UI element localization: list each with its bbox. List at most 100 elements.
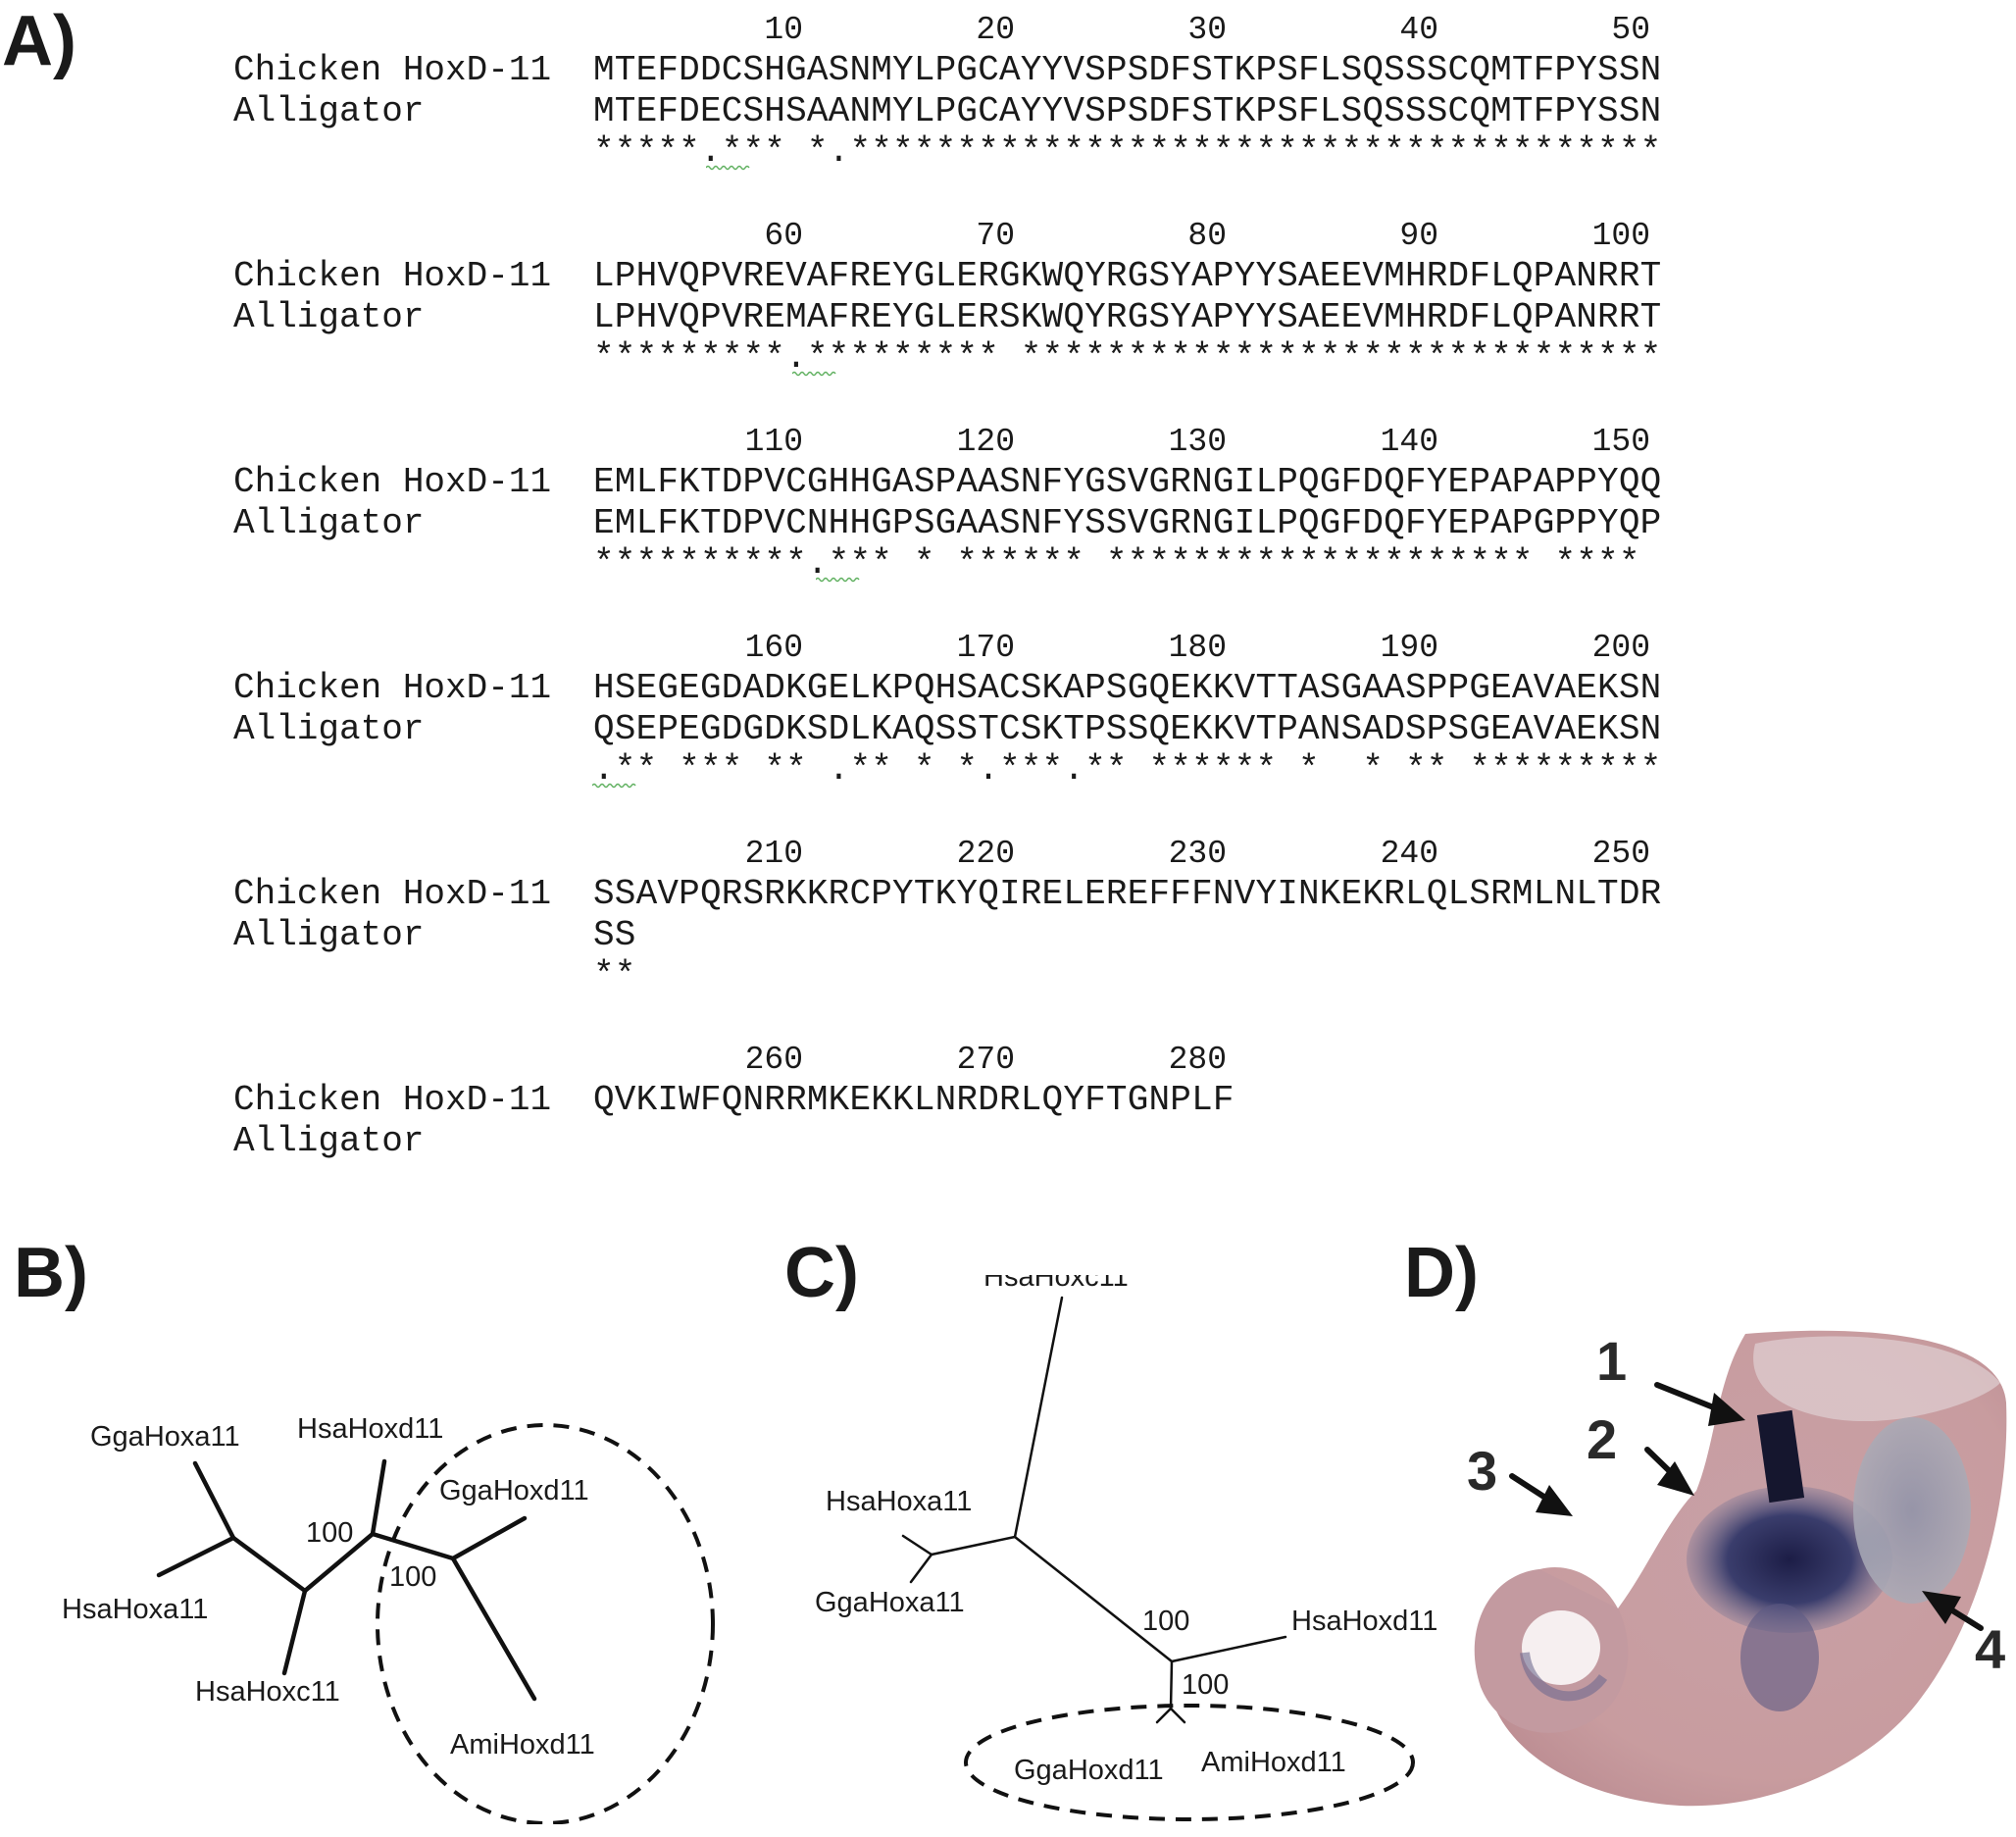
ruler-number: 170 (956, 630, 1016, 666)
sequence-alligator: EMLFKTDPVCNHHGPSGAASNFYSSVGRNGILPQGFDQFY… (593, 503, 1662, 543)
sequence-chicken: EMLFKTDPVCGHHGASPAASNFYGSVGRNGILPQGFDQFY… (593, 462, 1662, 502)
phylogenetic-tree-c: HsaHoxc11 HsaHoxa11 GgaHoxa11 HsaHoxd11 … (815, 1275, 1437, 1821)
conservation-line: .** *** ** .** * *.***.** ****** * * ** … (593, 749, 1662, 790)
tree-b-branch (302, 1531, 376, 1594)
ruler-number: 40 (1399, 12, 1438, 48)
tree-b-branch (281, 1588, 308, 1676)
tree-c-label-hsa-hoxa11: HsaHoxa11 (826, 1486, 972, 1517)
tree-c-branch (1169, 1659, 1174, 1710)
tree-b-branch (230, 1535, 308, 1594)
tree-b-branch (370, 1458, 387, 1537)
tree-c-branch (1013, 1535, 1174, 1663)
embryo-image: 1 2 3 4 (1451, 1324, 2016, 1832)
panel-label-c: C) (784, 1234, 859, 1312)
sequence-name-alligator: Alligator (233, 709, 425, 749)
sequence-name-chicken: Chicken HoxD-11 (233, 50, 552, 90)
ruler-number: 10 (764, 12, 803, 48)
tree-c-branch (1013, 1296, 1064, 1539)
ruler-number: 260 (744, 1042, 804, 1078)
tree-b-label-gga-hoxa11: GgaHoxa11 (90, 1421, 240, 1453)
sequence-chicken: MTEFDDCSHGASNMYLPGCAYYVSPSDFSTKPSFLSQSSS… (593, 50, 1662, 90)
spellcheck-squiggle (816, 577, 860, 583)
tree-c-branch (1155, 1707, 1173, 1724)
ruler-number: 60 (764, 218, 803, 254)
sequence-name-alligator: Alligator (233, 1121, 425, 1161)
ruler-number: 130 (1168, 424, 1228, 460)
tree-b-bootstrap-2: 100 (389, 1561, 436, 1593)
tree-b-label-ami-hoxd11: AmiHoxd11 (450, 1729, 595, 1760)
sequence-name-chicken: Chicken HoxD-11 (233, 668, 552, 708)
tree-c-branch (1169, 1707, 1186, 1724)
tree-b-label-hsa-hoxa11: HsaHoxa11 (62, 1594, 208, 1625)
tree-c-label-hsa-hoxd11: HsaHoxd11 (1291, 1606, 1437, 1637)
tree-b-bootstrap-1: 100 (306, 1517, 353, 1549)
sequence-name-chicken: Chicken HoxD-11 (233, 874, 552, 914)
sequence-name-chicken: Chicken HoxD-11 (233, 1080, 552, 1120)
arrow-label-3: 3 (1467, 1440, 1498, 1502)
panel-label-d: D) (1404, 1234, 1479, 1312)
tree-c-branch (909, 1553, 933, 1584)
ruler-number: 270 (956, 1042, 1016, 1078)
ruler-number: 80 (1187, 218, 1227, 254)
sequence-chicken: SSAVPQRSRKKRCPYTKYQIRELEREFFFNVYINKEKRLQ… (593, 874, 1662, 914)
ruler-number: 50 (1611, 12, 1650, 48)
tree-c-bootstrap-2: 100 (1182, 1669, 1229, 1701)
ruler-number: 20 (976, 12, 1015, 48)
ruler-number: 90 (1399, 218, 1438, 254)
tree-c-bootstrap-1: 100 (1142, 1606, 1189, 1637)
sequence-name-alligator: Alligator (233, 503, 425, 543)
sequence-name-chicken: Chicken HoxD-11 (233, 462, 552, 502)
conservation-line: *********.********* ********************… (593, 337, 1662, 378)
sequence-name-alligator: Alligator (233, 297, 425, 337)
ruler-number: 200 (1591, 630, 1651, 666)
sequence-alligator: LPHVQPVREMAFREYGLERSKWQYRGSYAPYYSAEEVMHR… (593, 297, 1662, 337)
sequence-name-alligator: Alligator (233, 915, 425, 955)
tree-b-label-gga-hoxd11: GgaHoxd11 (439, 1475, 589, 1506)
sequence-name-chicken: Chicken HoxD-11 (233, 256, 552, 296)
ruler-number: 110 (744, 424, 804, 460)
phylogenetic-tree-b: GgaHoxa11 HsaHoxd11 GgaHoxd11 HsaHoxa11 … (62, 1413, 715, 1824)
tree-c-branch (1170, 1635, 1287, 1663)
ruler-number: 230 (1168, 836, 1228, 872)
ruler-number: 280 (1168, 1042, 1228, 1078)
panel-label-b: B) (14, 1234, 88, 1312)
tree-c-label-hsa-hoxc11: HsaHoxc11 (983, 1275, 1129, 1293)
embryo-illustration (1474, 1330, 2007, 1807)
spellcheck-squiggle (592, 783, 636, 789)
sequence-alligator: QSEPEGDGDKSDLKAQSSTCSKTPSSQEKKVTPANSADSP… (593, 709, 1662, 749)
tree-c-label-gga-hoxd11: GgaHoxd11 (1014, 1755, 1164, 1786)
ruler-number: 120 (956, 424, 1016, 460)
tree-b-branch (370, 1531, 456, 1561)
ruler-number: 70 (976, 218, 1015, 254)
sequence-chicken: LPHVQPVREVAFREYGLERGKWQYRGSYAPYYSAEEVMHR… (593, 256, 1662, 296)
panel-label-a: A) (2, 2, 76, 80)
ruler-number: 180 (1168, 630, 1228, 666)
ruler-number: 160 (744, 630, 804, 666)
highlight-ellipse (964, 1704, 1415, 1821)
ruler-number: 240 (1380, 836, 1439, 872)
ruler-number: 100 (1591, 218, 1651, 254)
sequence-chicken: QVKIWFQNRRMKEKKLNRDRLQYFTGNPLF (593, 1080, 1235, 1120)
arrow-label-2: 2 (1587, 1408, 1618, 1470)
sequence-alligator: MTEFDECSHSAANMYLPGCAYYVSPSDFSTKPSFLSQSSS… (593, 91, 1662, 131)
tree-b-branch (450, 1556, 537, 1702)
spellcheck-squiggle (706, 165, 750, 171)
ruler-number: 30 (1187, 12, 1227, 48)
tree-c-label-ami-hoxd11: AmiHoxd11 (1201, 1747, 1346, 1778)
tree-c-branch (930, 1535, 1017, 1556)
tree-b-branch (156, 1535, 236, 1578)
ruler-number: 140 (1380, 424, 1439, 460)
tree-c-branch (901, 1534, 933, 1556)
conservation-line: **********.*** * ****** ****************… (593, 543, 1662, 584)
ruler-number: 210 (744, 836, 804, 872)
conservation-line: ** (593, 955, 636, 995)
tree-b-label-hsa-hoxd11: HsaHoxd11 (297, 1413, 443, 1445)
spellcheck-squiggle (792, 371, 836, 377)
highlight-ellipse (376, 1423, 715, 1824)
arrow-label-1: 1 (1596, 1330, 1628, 1392)
sequence-chicken: HSEGEGDADKGELKPQHSACSKAPSGQEKKVTTASGAASP… (593, 668, 1662, 708)
sequence-name-alligator: Alligator (233, 91, 425, 131)
ruler-number: 220 (956, 836, 1016, 872)
tree-b-branch (450, 1515, 528, 1561)
tree-b-branch (192, 1460, 236, 1541)
